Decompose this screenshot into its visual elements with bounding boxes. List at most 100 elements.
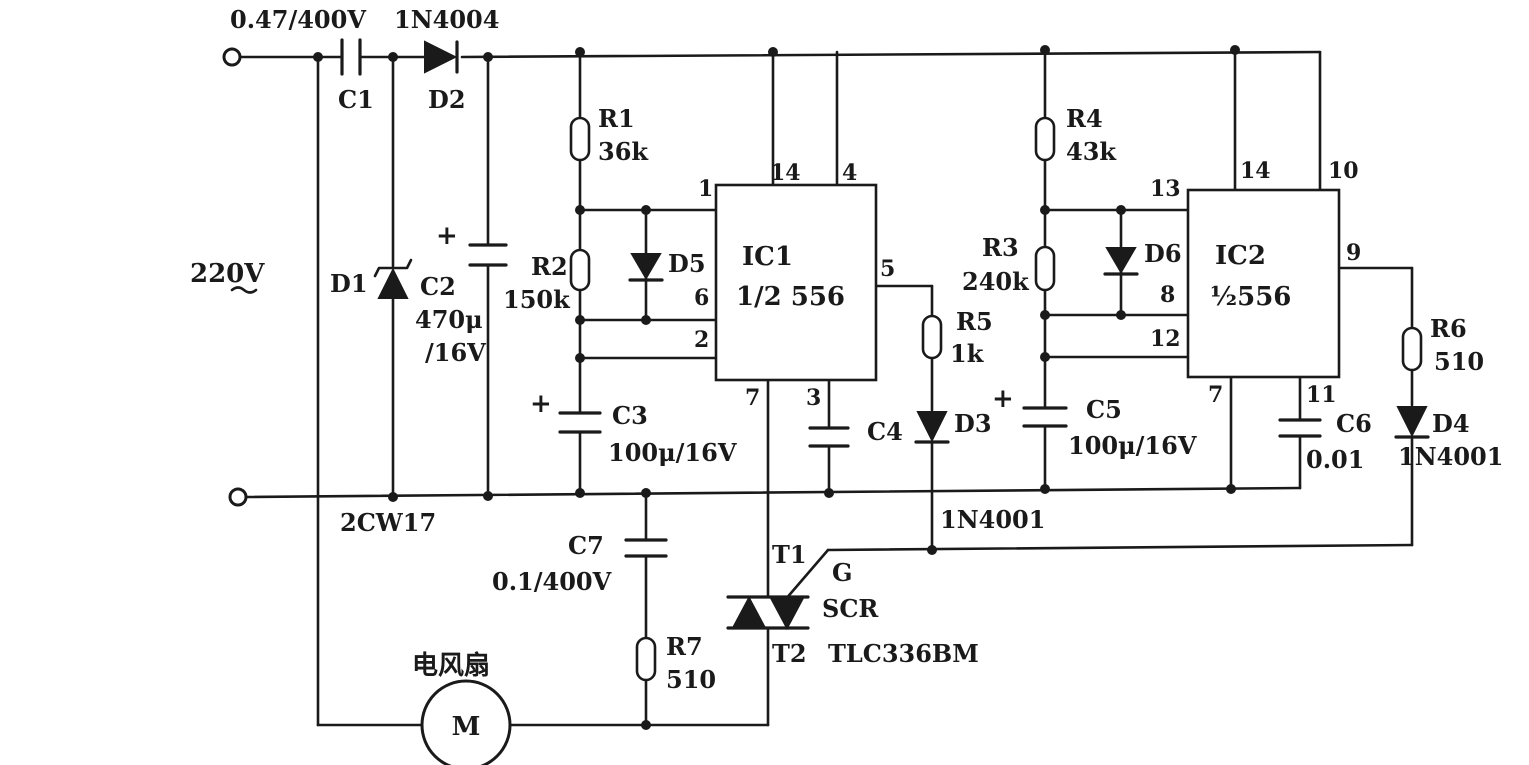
ic2-pin-7: 7 — [1208, 382, 1223, 408]
ic2-pin-10: 10 — [1328, 158, 1359, 184]
c2-label: C2 — [420, 272, 456, 301]
c5-plus-sign: + — [992, 384, 1014, 414]
ic2-name: IC2 — [1215, 241, 1266, 271]
input-voltage-label: 220V — [190, 259, 265, 289]
scr-part-label: TLC336BM — [828, 639, 979, 668]
resistor-r3 — [1034, 245, 1056, 292]
ic1-pin-2: 2 — [694, 327, 709, 353]
input-terminal-bottom — [228, 487, 248, 507]
c3-label: C3 — [612, 401, 648, 430]
r2-label: R2 — [531, 252, 568, 281]
ic2-part: ½556 — [1210, 282, 1291, 312]
diode-d5 — [628, 253, 664, 282]
ic1-pin-4: 4 — [842, 160, 857, 186]
d4-part-label: 1N4001 — [1398, 442, 1503, 471]
input-terminal-top — [222, 47, 242, 67]
r4-value-label: 43k — [1066, 137, 1117, 166]
r2-value-label: 150k — [503, 285, 571, 314]
t1-label: T1 — [772, 540, 807, 569]
zener-diode-d1 — [373, 258, 413, 299]
r5-label: R5 — [956, 307, 993, 336]
c2-plus-sign: + — [436, 221, 458, 251]
r6-value-label: 510 — [1434, 347, 1484, 376]
resistor-r5 — [921, 314, 943, 360]
ic1-part: 1/2 556 — [736, 282, 845, 312]
scr-label: SCR — [822, 594, 879, 623]
r6-label: R6 — [1430, 314, 1467, 343]
r3-label: R3 — [982, 233, 1019, 262]
c1-rating-label: 0.47/400V — [230, 5, 366, 34]
ic1-pin-7: 7 — [745, 385, 760, 411]
ic1-pin-6: 6 — [694, 285, 709, 311]
c3-plus-sign: + — [530, 389, 552, 419]
r5-value-label: 1k — [950, 339, 985, 368]
d3-part-label: 1N4001 — [940, 505, 1045, 534]
motor-label: M — [452, 712, 481, 742]
ic1-name: IC1 — [742, 242, 793, 272]
c5-label: C5 — [1086, 395, 1122, 424]
capacitor-c2 — [468, 243, 508, 267]
c7-label: C7 — [568, 531, 604, 560]
d5-label: D5 — [668, 249, 706, 278]
c1-label: C1 — [338, 85, 374, 114]
ic2-pin-13: 13 — [1150, 176, 1181, 202]
d1-part-label: 2CW17 — [340, 508, 436, 537]
r7-label: R7 — [666, 632, 703, 661]
d1-label: D1 — [330, 269, 368, 298]
capacitor-c4 — [808, 426, 850, 448]
resistor-r7 — [635, 636, 657, 682]
t2-label: T2 — [772, 639, 807, 668]
c3-value-label: 100μ/16V — [608, 438, 737, 467]
fan-label: 电风扇 — [412, 650, 490, 681]
resistor-r1 — [569, 116, 591, 162]
c5-value-label: 100μ/16V — [1068, 431, 1197, 460]
ac-symbol — [230, 286, 258, 294]
d4-label: D4 — [1432, 409, 1470, 438]
ic1-chip — [714, 183, 878, 382]
c6-label: C6 — [1336, 409, 1372, 438]
ic2-pin-9: 9 — [1346, 240, 1361, 266]
diode-d2 — [424, 40, 459, 74]
wires — [238, 48, 1414, 727]
ic1-pin-1: 1 — [698, 176, 713, 202]
c6-value-label: 0.01 — [1306, 445, 1364, 474]
capacitor-c5 — [1022, 406, 1068, 428]
component-labels: 0.47/400V 1N4004 C1 D2 220V D1 + C2 470μ… — [190, 5, 1503, 694]
capacitor-c6 — [1278, 418, 1322, 438]
r1-value-label: 36k — [598, 137, 649, 166]
fan-motor: M — [420, 679, 512, 765]
gate-label: G — [832, 558, 853, 587]
triac-scr — [726, 595, 810, 631]
r4-label: R4 — [1066, 104, 1103, 133]
ic2-pin-8: 8 — [1160, 282, 1175, 308]
d6-label: D6 — [1144, 239, 1182, 268]
capacitor-c7 — [624, 538, 668, 558]
d2-label: D2 — [428, 85, 466, 114]
capacitor-c1 — [340, 38, 362, 76]
ic2-pin-11: 11 — [1306, 382, 1337, 408]
ic2-pin-14: 14 — [1240, 158, 1271, 184]
ic2-pin-12: 12 — [1150, 326, 1181, 352]
ic1-pin-3: 3 — [806, 385, 821, 411]
c2-value-label: 470μ — [415, 305, 483, 334]
c4-label: C4 — [867, 417, 903, 446]
c2-voltage-label: /16V — [425, 338, 486, 367]
diode-d3 — [914, 411, 950, 444]
ic2-chip — [1186, 188, 1341, 379]
ic1-pin-5: 5 — [880, 256, 895, 282]
diode-d6 — [1103, 247, 1139, 276]
ic2-labels: IC2 ½556 13 14 10 8 12 9 7 11 — [1150, 158, 1361, 408]
ic1-labels: IC1 1/2 556 1 14 4 6 2 5 7 3 — [694, 160, 895, 411]
d2-rating-label: 1N4004 — [394, 5, 499, 34]
r3-value-label: 240k — [962, 267, 1030, 296]
resistor-r2 — [569, 248, 591, 292]
r1-label: R1 — [598, 104, 635, 133]
c7-value-label: 0.1/400V — [492, 567, 612, 596]
resistor-r6 — [1401, 326, 1423, 372]
capacitor-c3 — [558, 411, 602, 434]
d3-label: D3 — [954, 409, 992, 438]
r7-value-label: 510 — [666, 665, 716, 694]
resistor-r4 — [1034, 116, 1056, 162]
diode-d4 — [1394, 406, 1430, 439]
